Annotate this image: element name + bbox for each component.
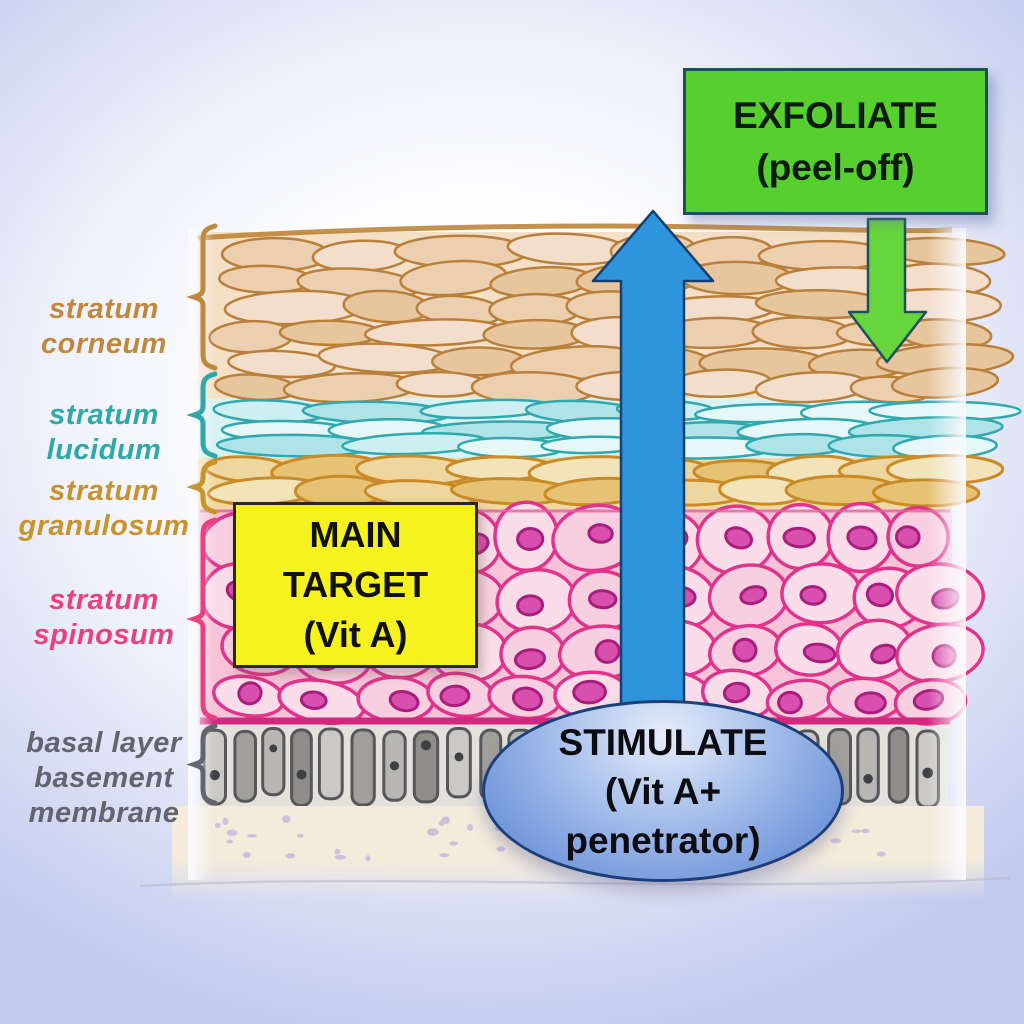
label-line: basal layer — [26, 727, 182, 759]
main-target-line: (Vit A) — [303, 614, 408, 655]
exfoliate-down-arrow — [847, 217, 928, 364]
label-line: stratum — [49, 475, 159, 507]
stimulate-line: (Vit A+ — [604, 770, 722, 812]
label-basal-layer: basal layer basement membrane — [8, 726, 200, 831]
label-line: granulosum — [18, 510, 190, 542]
label-line: membrane — [28, 797, 180, 829]
layer-brace — [186, 371, 218, 459]
exfoliate-title: EXFOLIATE — [733, 94, 938, 136]
label-stratum-spinosum: stratum spinosum — [8, 583, 200, 653]
stimulate-callout: STIMULATE (Vit A+ penetrator) — [482, 700, 844, 882]
label-line: spinosum — [33, 619, 175, 651]
label-stratum-granulosum: stratum granulosum — [8, 474, 200, 544]
label-line: basement — [34, 762, 174, 794]
stimulate-line: STIMULATE — [558, 721, 768, 763]
label-stratum-lucidum: stratum lucidum — [8, 398, 200, 468]
main-target-line: TARGET — [282, 564, 429, 605]
main-target-line: MAIN — [309, 514, 402, 555]
stimulate-line: penetrator) — [565, 819, 761, 861]
exfoliate-subtitle: (peel-off) — [756, 146, 915, 188]
layer-stratum-corneum — [197, 223, 1015, 406]
label-line: lucidum — [46, 434, 162, 466]
layer-brace — [186, 223, 218, 371]
label-stratum-corneum: stratum corneum — [8, 292, 200, 362]
layer-brace — [186, 723, 218, 806]
layer-stratum-lucidum — [212, 398, 1022, 460]
exfoliate-callout: EXFOLIATE (peel-off) — [683, 68, 988, 215]
main-target-callout: MAIN TARGET (Vit A) — [233, 502, 478, 668]
label-line: stratum — [49, 584, 159, 616]
layer-brace — [186, 517, 218, 721]
layer-braces — [186, 223, 218, 806]
label-line: stratum — [49, 399, 159, 431]
label-line: corneum — [41, 328, 167, 360]
label-line: stratum — [49, 293, 159, 325]
layer-brace — [186, 459, 218, 515]
